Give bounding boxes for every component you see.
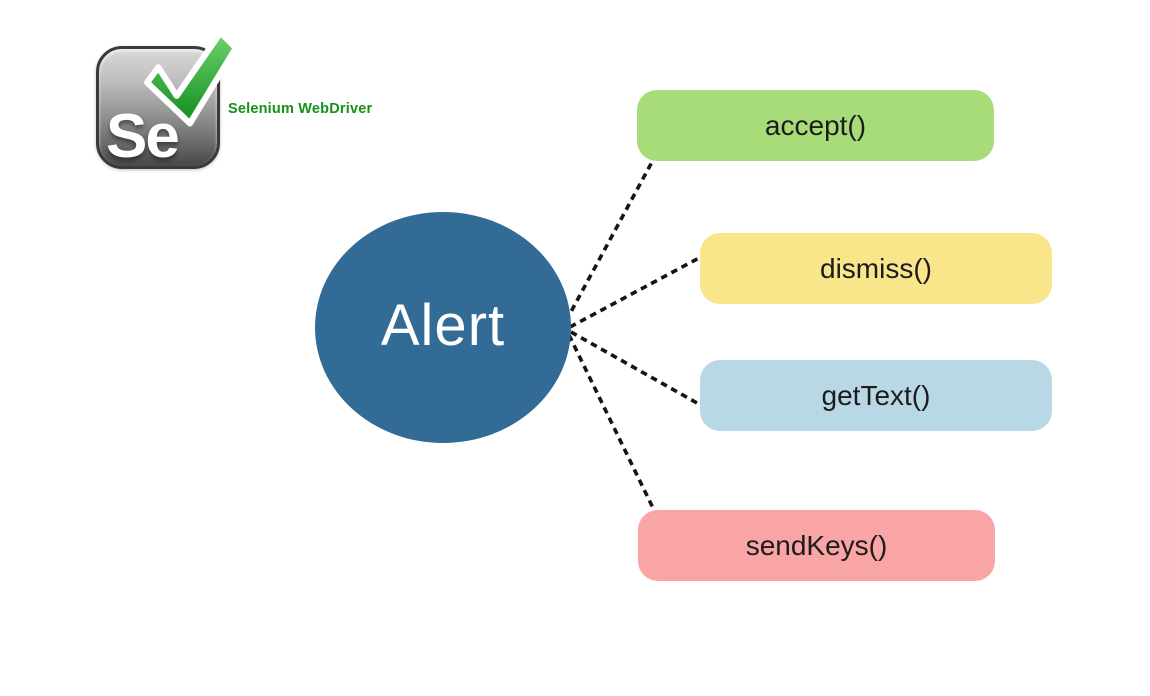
method-label-dismiss: dismiss() <box>820 252 932 284</box>
alert-node: Alert <box>315 212 571 443</box>
method-label-gettext: getText() <box>821 379 931 411</box>
connector-gettext <box>570 330 698 405</box>
method-box-gettext: getText() <box>700 360 1052 431</box>
selenium-logo-text: Se <box>106 102 180 171</box>
connector-dismiss <box>569 256 700 329</box>
method-label-accept: accept() <box>764 109 867 141</box>
method-box-dismiss: dismiss() <box>700 233 1052 304</box>
connector-sendkeys <box>567 334 655 509</box>
method-box-accept: accept() <box>637 90 994 161</box>
method-label-sendkeys: sendKeys() <box>745 529 888 561</box>
selenium-webdriver-caption: Selenium WebDriver <box>228 101 373 117</box>
alert-node-label: Alert <box>380 293 506 358</box>
connector-accept <box>564 161 654 322</box>
checkmark-icon <box>144 29 239 127</box>
method-box-sendkeys: sendKeys() <box>638 510 995 581</box>
